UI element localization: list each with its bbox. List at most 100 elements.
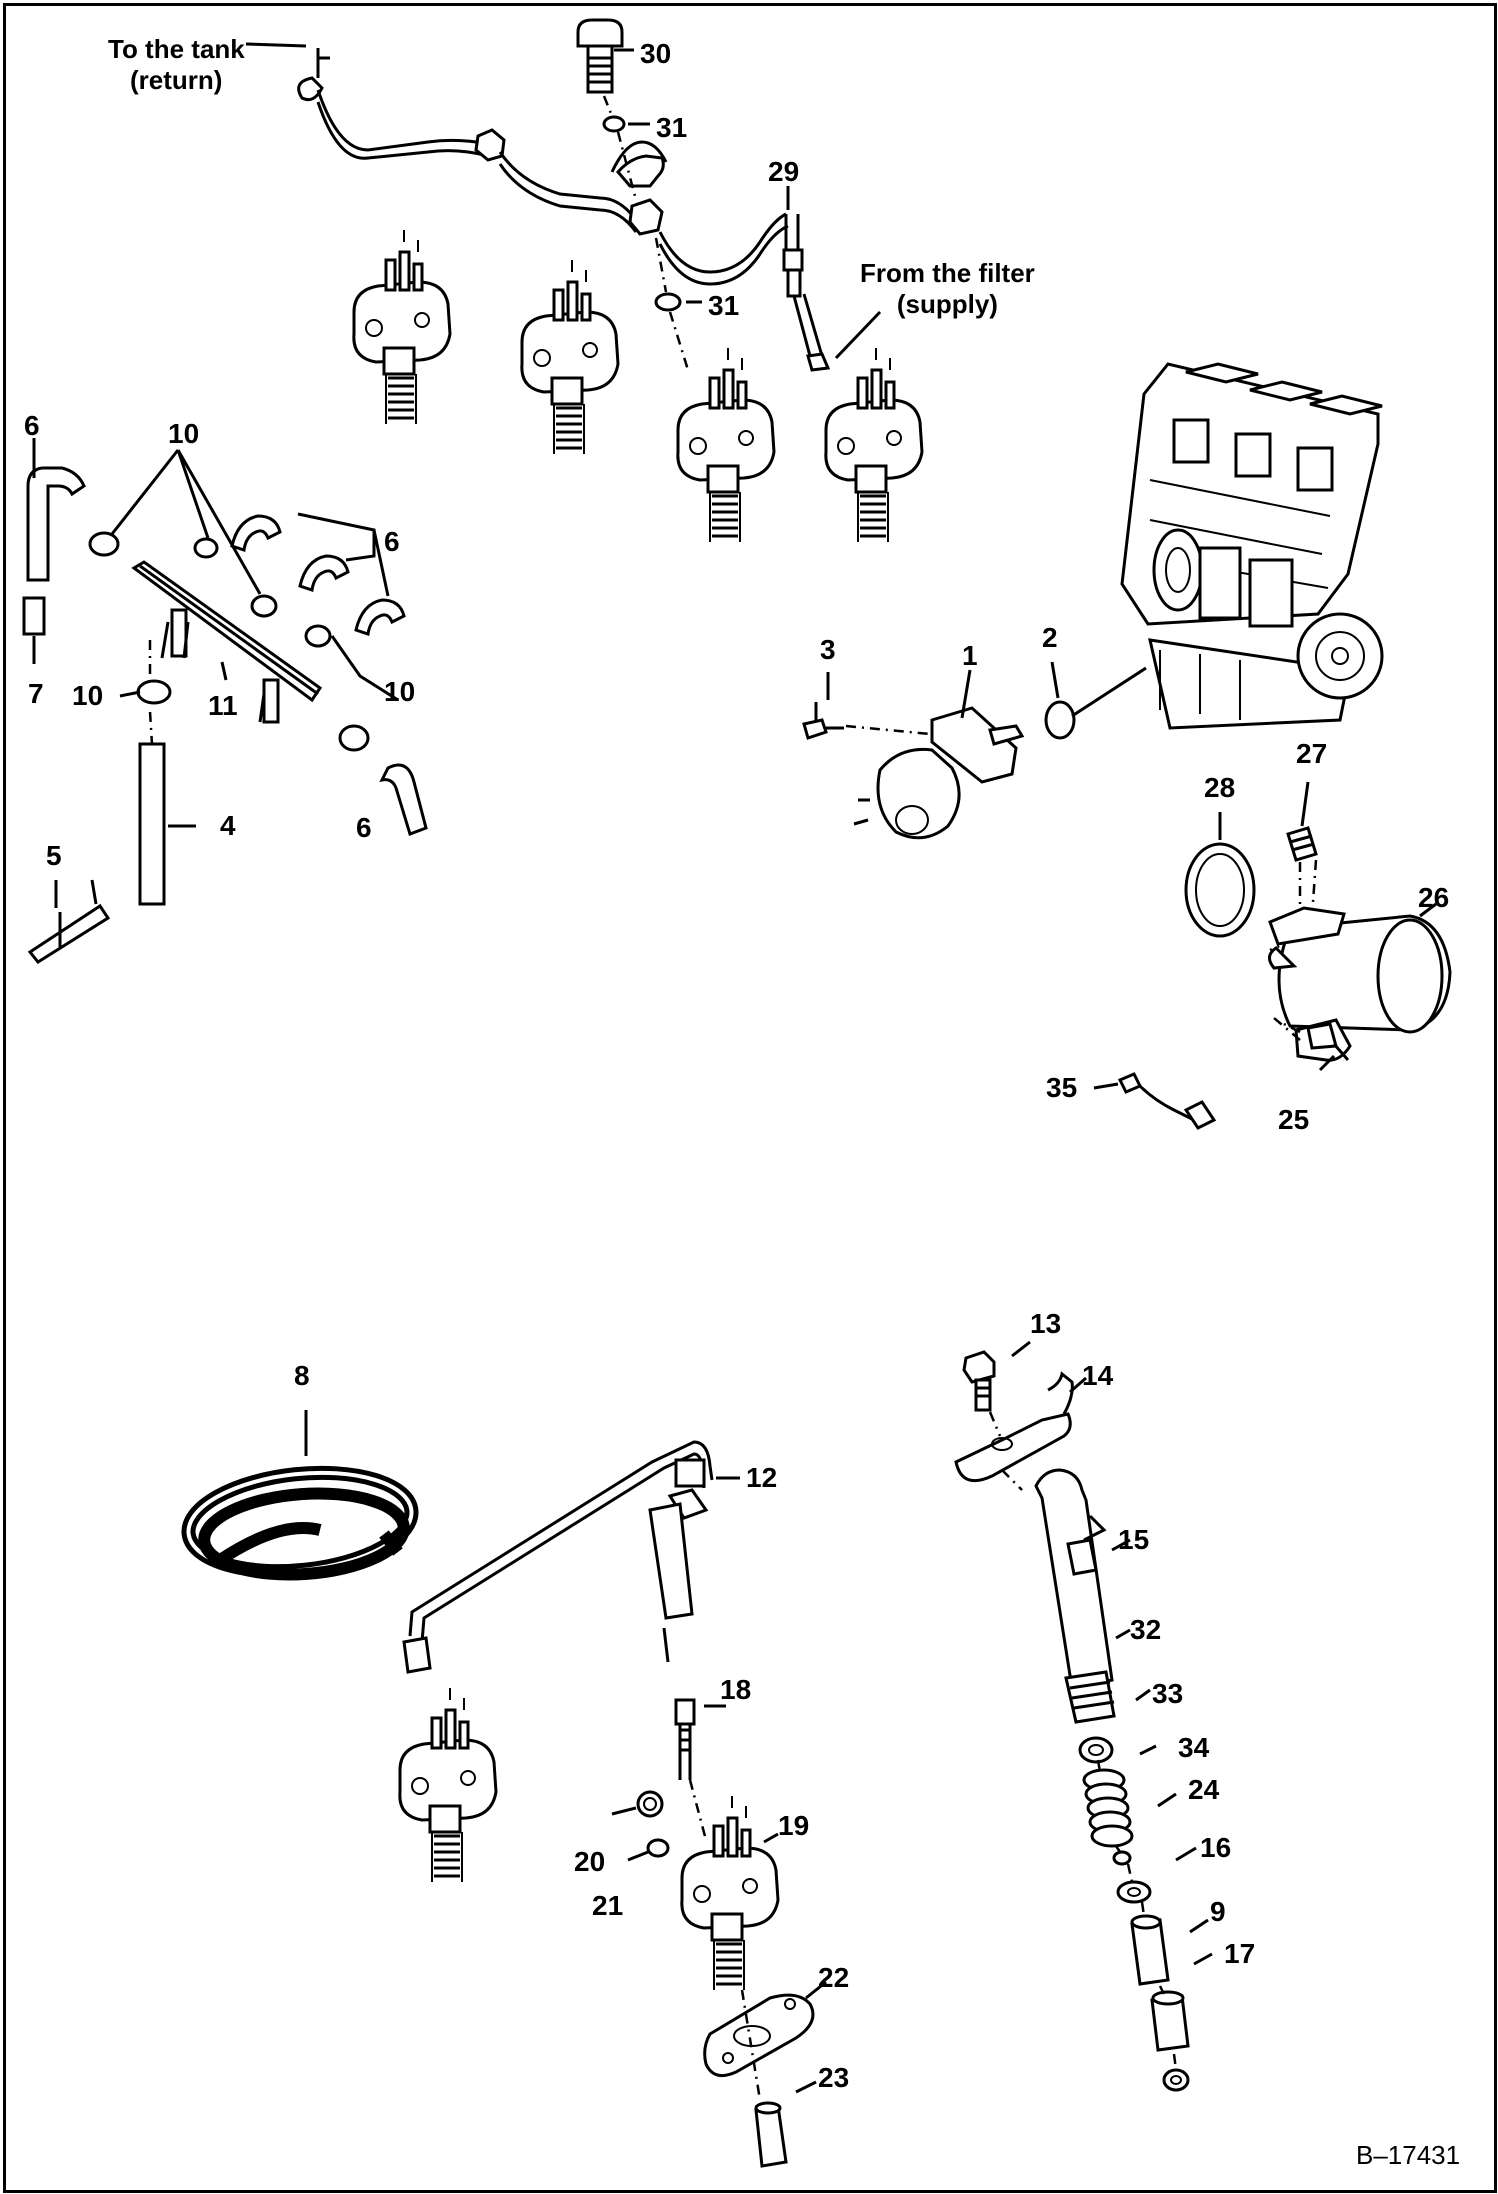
pipe-arch-fitting xyxy=(616,154,665,188)
nut-20 xyxy=(636,1790,664,1818)
callout-7: 7 xyxy=(28,678,44,709)
note-from-filter-line2: (supply) xyxy=(896,289,998,320)
note-to-tank-line2: (return) xyxy=(130,65,223,96)
callout-2: 2 xyxy=(1042,622,1058,653)
callout-13: 13 xyxy=(1030,1308,1062,1339)
diagram-border xyxy=(3,3,1497,2193)
leader-34 xyxy=(1139,1744,1157,1756)
callout-30: 30 xyxy=(640,38,672,69)
leader-1 xyxy=(960,669,972,719)
callout-28: 28 xyxy=(1204,772,1236,803)
injection-pump-top-1 xyxy=(352,228,452,426)
pin-34 xyxy=(1112,1850,1132,1866)
pipe-nut-12 xyxy=(674,1458,706,1488)
injector-body-15 xyxy=(1034,1468,1114,1690)
note-to-tank-line1: To the tank xyxy=(108,34,245,64)
washer-32 xyxy=(1078,1736,1114,1764)
note-to-tank: To the tank (return) xyxy=(108,34,245,96)
leader-27 xyxy=(1300,781,1310,827)
leader-24 xyxy=(1157,1792,1177,1808)
note-from-filter-line1: From the filter xyxy=(860,258,1035,288)
leader-23 xyxy=(795,2080,817,2094)
drawing-code: B–17431 xyxy=(1356,2140,1461,2170)
hose-clamp-f xyxy=(136,679,172,705)
leader-21 xyxy=(627,1850,649,1862)
callout-31-top: 31 xyxy=(656,112,688,143)
injection-pump-lower-1 xyxy=(398,1686,498,1884)
hose-clip-left xyxy=(22,596,46,636)
callout-35: 35 xyxy=(1046,1072,1078,1103)
pump-gasket-22 xyxy=(703,1993,815,2078)
leader-6-group xyxy=(297,512,390,597)
heat-seal-17 xyxy=(1162,2068,1190,2092)
callout-10-right: 10 xyxy=(384,676,416,707)
callout-29: 29 xyxy=(768,156,800,187)
callout-34: 34 xyxy=(1178,1732,1210,1763)
callout-16: 16 xyxy=(1200,1832,1232,1863)
callout-26: 26 xyxy=(1418,882,1450,913)
hose-clamp-a xyxy=(88,531,120,557)
leader-25 xyxy=(1318,1054,1336,1072)
return-hose-e xyxy=(379,763,428,836)
callout-24: 24 xyxy=(1188,1774,1220,1805)
leader-33 xyxy=(1135,1688,1151,1702)
callout-6-bottom: 6 xyxy=(356,812,372,843)
callout-5: 5 xyxy=(46,840,62,871)
callout-14: 14 xyxy=(1082,1360,1114,1391)
needle-16 xyxy=(1130,1918,1170,1986)
leader-9 xyxy=(1189,1918,1209,1934)
fuel-hose-connector-5 xyxy=(27,903,111,964)
callout-21: 21 xyxy=(592,1890,624,1921)
leader-10c xyxy=(330,635,399,702)
callout-15: 15 xyxy=(1118,1524,1150,1555)
injection-pump-top-2 xyxy=(520,258,620,456)
injector-clamp-14 xyxy=(954,1412,1072,1483)
leader-16 xyxy=(1175,1846,1197,1862)
injection-pipe xyxy=(408,1440,714,1637)
callout-4: 4 xyxy=(220,810,236,841)
callout-25: 25 xyxy=(1278,1104,1310,1135)
leader-35 xyxy=(1093,1082,1119,1090)
callout-17: 17 xyxy=(1224,1938,1256,1969)
spacer-24 xyxy=(1116,1880,1152,1904)
fuel-hose-coil-8 xyxy=(181,1465,419,1581)
leader-32 xyxy=(1115,1628,1131,1640)
sealing-washer-bottom xyxy=(654,292,682,312)
leader-10b xyxy=(119,690,141,698)
injection-pump-top-4 xyxy=(824,346,924,544)
callout-20: 20 xyxy=(574,1846,606,1877)
callout-10-top: 10 xyxy=(168,418,200,449)
callout-23: 23 xyxy=(818,2062,850,2093)
plunger-top-18 xyxy=(674,1698,696,1726)
return-pipe-end-fitting xyxy=(316,48,330,78)
callout-31-lower: 31 xyxy=(708,290,740,321)
leader-14 xyxy=(1069,1376,1087,1394)
return-hose-d xyxy=(354,598,406,636)
callout-19: 19 xyxy=(778,1810,810,1841)
hose-clamp-c xyxy=(250,594,278,618)
hose-clamp-b xyxy=(193,537,219,559)
leader-from-filter xyxy=(834,310,882,360)
note-from-filter: From the filter (supply) xyxy=(860,258,1035,320)
sealing-washer-top xyxy=(602,115,626,133)
leader-11 xyxy=(220,661,228,681)
hose-clamp-e xyxy=(338,724,370,752)
return-hose-b xyxy=(230,514,282,552)
leader-26 xyxy=(1419,902,1437,918)
leader-2 xyxy=(1050,661,1060,699)
callout-33: 33 xyxy=(1152,1678,1184,1709)
leader-19 xyxy=(763,1832,779,1844)
spring-33 xyxy=(1082,1768,1134,1848)
callout-6-right: 6 xyxy=(384,526,400,557)
leader-20 xyxy=(611,1806,637,1816)
sensor-35 xyxy=(1117,1072,1143,1094)
feed-pump-bolt-3 xyxy=(802,718,828,740)
callout-1: 1 xyxy=(962,640,978,671)
injector-bolt-13 xyxy=(962,1350,996,1384)
return-hose-left xyxy=(26,466,86,582)
return-hose-c xyxy=(298,554,350,592)
callout-10-left: 10 xyxy=(72,680,104,711)
leader-15 xyxy=(1111,1538,1131,1552)
o-ring-2 xyxy=(1044,700,1076,740)
